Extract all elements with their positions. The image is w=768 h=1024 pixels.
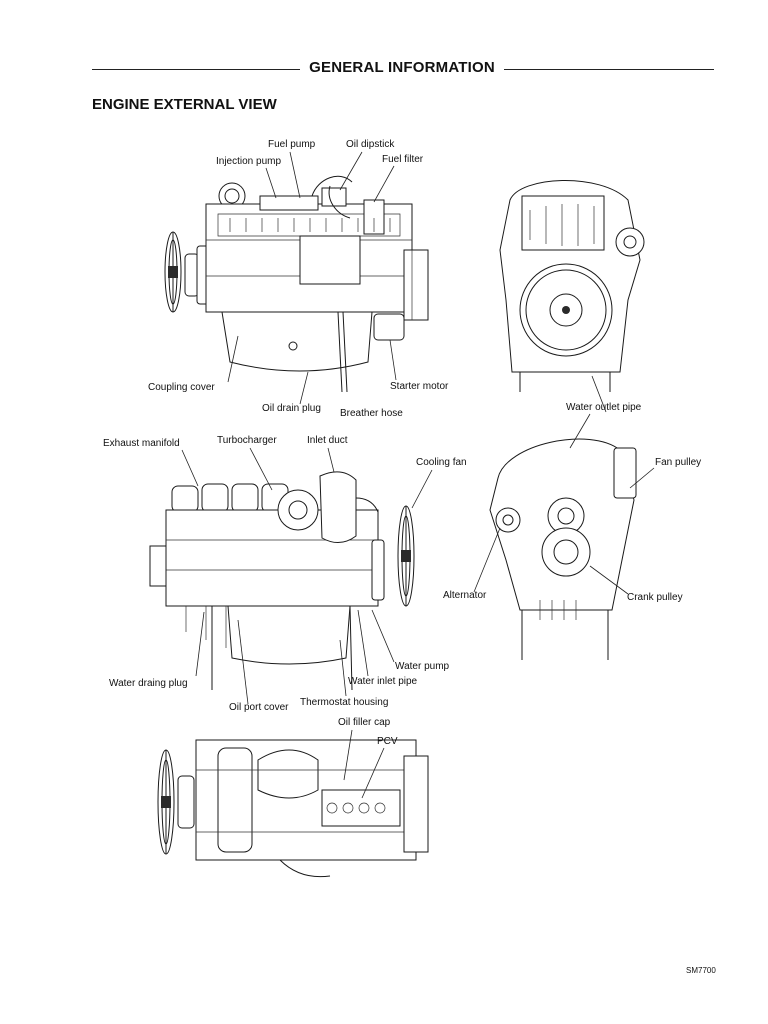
label-pcv: PCV [377, 736, 398, 747]
engine-top-view [158, 730, 428, 877]
figure-code: SM7700 [686, 966, 716, 975]
label-water-inlet-pipe: Water inlet pipe [348, 676, 418, 687]
label-oil-drain-plug: Oil drain plug [262, 403, 321, 414]
engine-rear-view [500, 180, 644, 412]
label-water-outlet-pipe: Water outlet pipe [566, 402, 642, 413]
label-breather-hose: Breather hose [340, 408, 403, 419]
label-cooling-fan: Cooling fan [416, 457, 467, 468]
label-alternator: Alternator [443, 590, 487, 601]
label-inlet-duct: Inlet duct [307, 435, 348, 446]
label-coupling-cover: Coupling cover [148, 382, 215, 393]
label-exhaust-manifold: Exhaust manifold [103, 438, 180, 449]
label-injection-pump: Injection pump [216, 156, 282, 167]
label-turbocharger: Turbocharger [217, 435, 277, 446]
label-oil-dipstick: Oil dipstick [346, 139, 395, 150]
header-rule-left [92, 69, 300, 70]
label-thermostat-housing: Thermostat housing [300, 697, 389, 708]
label-fan-pulley: Fan pulley [655, 457, 702, 468]
label-water-pump: Water pump [395, 661, 450, 672]
label-oil-port-cover: Oil port cover [229, 702, 289, 713]
header-rule-right [504, 69, 714, 70]
section-title: ENGINE EXTERNAL VIEW [92, 96, 277, 113]
label-starter-motor: Starter motor [390, 381, 449, 392]
label-fuel-filter: Fuel filter [382, 154, 424, 165]
label-crank-pulley: Crank pulley [627, 592, 683, 603]
label-oil-filler-cap: Oil filler cap [338, 717, 391, 728]
engine-left-side-view [165, 152, 428, 404]
label-water-draing-plug: Water draing plug [109, 678, 188, 689]
engine-right-side-view [150, 448, 432, 704]
label-fuel-pump: Fuel pump [268, 139, 316, 150]
engine-front-view [474, 414, 654, 660]
page-header-title: GENERAL INFORMATION [309, 59, 495, 76]
